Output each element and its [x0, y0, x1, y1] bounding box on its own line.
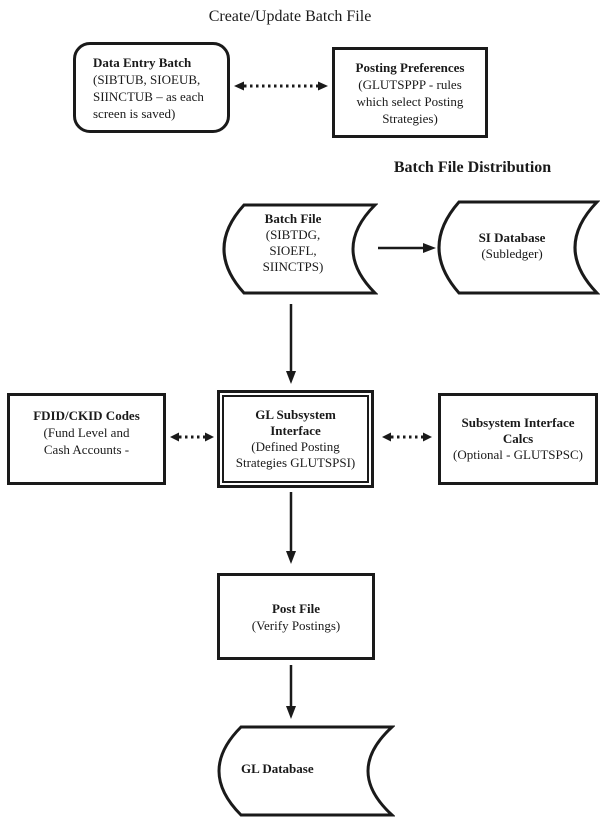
node-fdid-ckid-codes: FDID/CKID Codes (Fund Level and Cash Acc… — [7, 393, 166, 485]
node-si-database-label: SI Database (Subledger) — [452, 230, 572, 262]
node-line: (Optional - GLUTSPSC) — [453, 447, 583, 462]
node-line: which select Posting — [356, 93, 464, 109]
node-title: GL Subsystem — [255, 407, 336, 422]
node-batch-file-label: Batch File (SIBTDG, SIOEFL, SIINCTPS) — [232, 211, 354, 275]
node-title: Post File — [271, 600, 320, 616]
node-line: (Fund Level and — [43, 424, 130, 440]
node-line: (SIBTUB, SIOEUB, — [93, 71, 201, 87]
down-arrow-icon — [283, 304, 299, 384]
node-gl-database-cylinder — [217, 725, 395, 817]
dotted-double-arrow-icon — [170, 430, 214, 444]
node-line: (GLUTSPPP - rules — [358, 76, 462, 92]
down-arrow-icon — [283, 492, 299, 564]
node-title: GL Database — [241, 761, 314, 776]
node-line: SIINCTPS) — [262, 259, 324, 274]
node-title: Subsystem Interface — [461, 415, 575, 430]
node-line: (Defined Posting — [251, 439, 340, 454]
node-gl-subsystem-interface: GL Subsystem Interface (Defined Posting … — [217, 390, 374, 488]
node-line: Cash Accounts - — [43, 441, 130, 457]
node-title: Posting Preferences — [355, 59, 465, 75]
node-line: (Verify Postings) — [251, 617, 341, 633]
node-title: Interface — [270, 423, 321, 438]
dotted-double-arrow-icon — [382, 430, 432, 444]
down-arrow-icon — [283, 665, 299, 719]
node-title: SI Database — [478, 230, 546, 245]
node-subsystem-interface-calcs: Subsystem Interface Calcs (Optional - GL… — [438, 393, 598, 485]
right-arrow-icon — [378, 241, 436, 255]
node-line: SIOEFL, — [269, 243, 317, 258]
section-heading-batch-file-distribution: Batch File Distribution — [393, 159, 552, 176]
node-line: screen is saved) — [93, 105, 176, 121]
node-gl-database-label: GL Database — [241, 761, 381, 777]
node-title: Batch File — [264, 211, 322, 226]
node-line: Strategies GLUTSPSI) — [235, 455, 356, 470]
node-data-entry-batch: Data Entry Batch (SIBTUB, SIOEUB, SIINCT… — [73, 42, 230, 133]
node-title: Calcs — [502, 431, 534, 446]
dotted-double-arrow-icon — [234, 79, 328, 93]
node-batch-file-cylinder — [222, 203, 378, 295]
node-title: Data Entry Batch — [93, 54, 192, 70]
node-line: (SIBTDG, — [265, 227, 321, 242]
node-line: Strategies) — [382, 110, 438, 126]
node-post-file: Post File (Verify Postings) — [217, 573, 375, 660]
node-posting-preferences: Posting Preferences (GLUTSPPP - rules wh… — [332, 47, 488, 138]
page-title: Create/Update Batch File — [208, 8, 372, 25]
node-line: SIINCTUB – as each — [93, 88, 204, 104]
node-title: FDID/CKID Codes — [33, 407, 140, 423]
node-si-database-cylinder — [437, 200, 600, 295]
node-line: (Subledger) — [481, 246, 543, 261]
